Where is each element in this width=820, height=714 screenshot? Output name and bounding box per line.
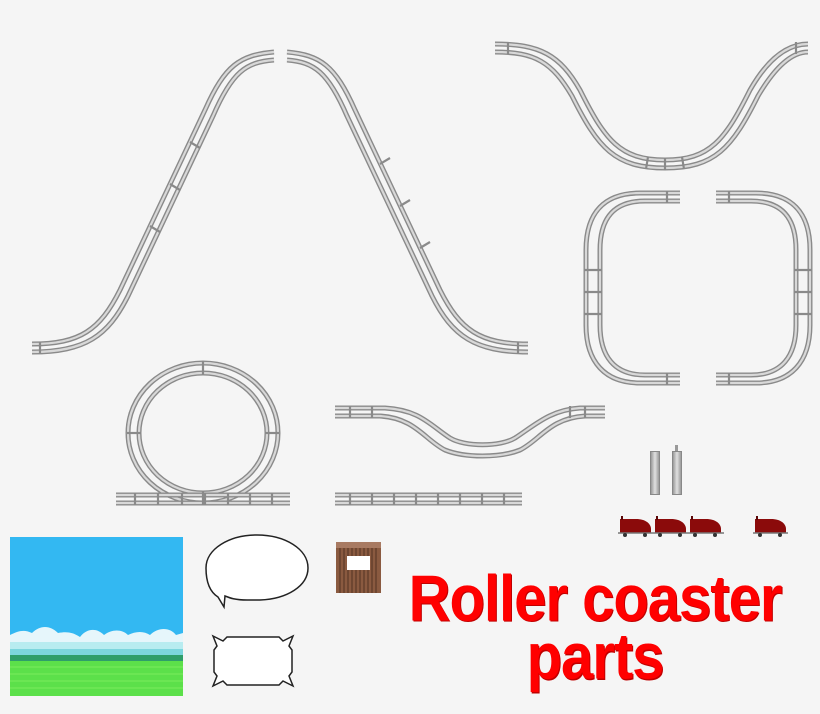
track-valley[interactable] — [495, 40, 810, 172]
title-line-2: parts — [526, 620, 665, 694]
track-dip-double-shape — [335, 405, 605, 459]
background-tile[interactable] — [10, 537, 183, 696]
speech-bubble[interactable] — [205, 534, 309, 612]
track-loop[interactable] — [116, 362, 292, 506]
ticket-booth[interactable] — [336, 542, 381, 593]
coaster-car — [620, 519, 721, 533]
support-pillar — [650, 451, 660, 495]
track-straight-shape — [335, 492, 522, 506]
track-hill-left-shape — [31, 49, 275, 355]
support-pillars[interactable] — [649, 444, 689, 495]
track-straight[interactable] — [335, 492, 523, 506]
coaster-train[interactable] — [618, 514, 726, 538]
track-hill-right-shape — [286, 49, 529, 355]
pillar-cap — [675, 445, 678, 451]
track-dip-double[interactable] — [335, 405, 605, 460]
coaster-car-single[interactable] — [753, 514, 789, 538]
track-hill-right[interactable] — [287, 50, 530, 355]
track-curve-left-shape — [583, 190, 680, 386]
support-pillar-capped — [672, 451, 682, 495]
title-line-1: Roller coaster — [408, 562, 783, 635]
track-ties — [38, 42, 812, 505]
track-curve-right[interactable] — [714, 190, 812, 386]
sign-panel[interactable] — [211, 634, 295, 688]
page-title: Roller coaster parts — [380, 562, 810, 694]
track-curve-left[interactable] — [584, 190, 682, 386]
track-curve-right-shape — [716, 190, 813, 386]
